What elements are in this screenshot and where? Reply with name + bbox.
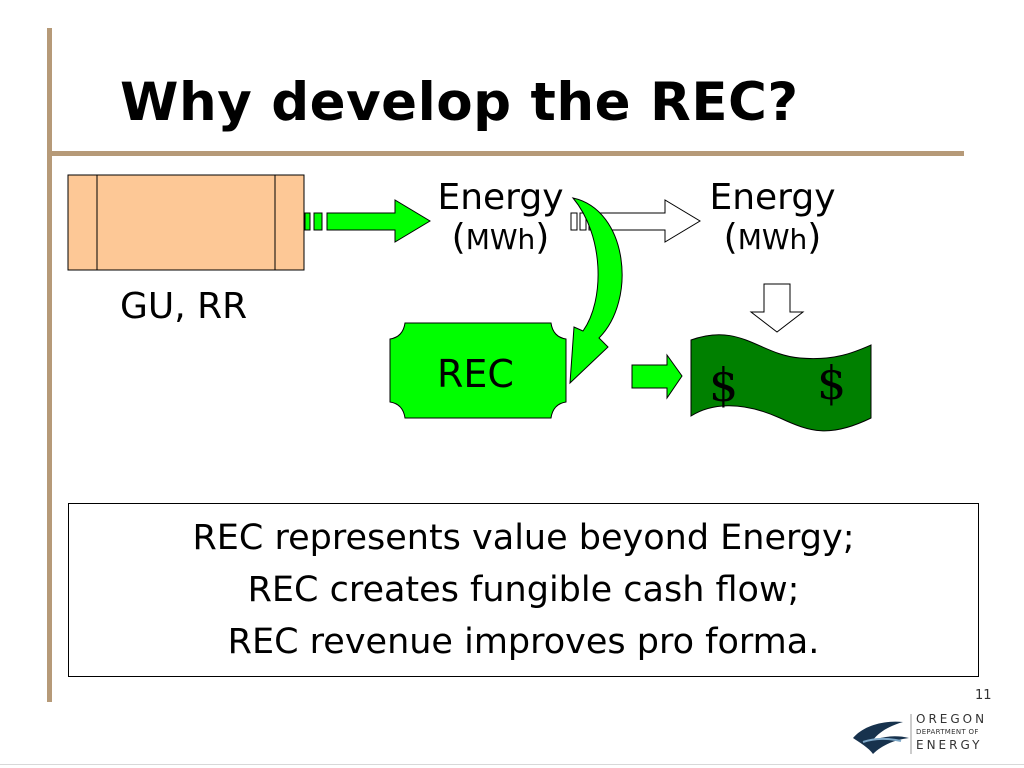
energy-word-2: Energy bbox=[709, 177, 836, 218]
energy-label-2: Energy (MWh) bbox=[700, 178, 845, 260]
green-arrow-to-energy bbox=[304, 199, 431, 243]
logo-text-energy: ENERGY bbox=[916, 738, 983, 752]
left-accent-bar bbox=[47, 28, 52, 702]
rec-ticket bbox=[389, 322, 567, 419]
summary-line-2: REC creates fungible cash flow; bbox=[247, 570, 800, 610]
white-arrow-down-to-money bbox=[749, 283, 805, 333]
energy-label-1: Energy (MWh) bbox=[428, 178, 573, 260]
rec-flow-diagram bbox=[67, 174, 872, 432]
energy-unit-1: (MWh) bbox=[451, 217, 550, 258]
energy-word-1: Energy bbox=[437, 177, 564, 218]
page-number: 11 bbox=[975, 688, 992, 703]
summary-line-1: REC represents value beyond Energy; bbox=[192, 518, 855, 558]
title-underline bbox=[52, 151, 964, 156]
slide-title: Why develop the REC? bbox=[120, 72, 799, 133]
generator-label: GU, RR bbox=[120, 286, 248, 327]
curved-arrow-to-rec bbox=[569, 197, 623, 385]
energy-unit-text-1: MWh bbox=[465, 223, 536, 256]
oregon-energy-logo-icon bbox=[853, 714, 912, 754]
rec-label: REC bbox=[437, 352, 514, 396]
summary-box: REC represents value beyond Energy; REC … bbox=[68, 503, 979, 677]
logo-text-department: DEPARTMENT OF bbox=[916, 728, 979, 736]
dollar-sign-right: $ bbox=[817, 356, 847, 410]
energy-unit-text-2: MWh bbox=[737, 223, 808, 256]
bottom-divider bbox=[0, 764, 1024, 765]
energy-unit-2: (MWh) bbox=[723, 217, 822, 258]
dollar-sign-left: $ bbox=[709, 358, 739, 412]
logo-text-oregon: OREGON bbox=[916, 712, 988, 726]
money-flag bbox=[690, 334, 872, 432]
summary-line-3: REC revenue improves pro forma. bbox=[227, 622, 820, 662]
generator-box bbox=[67, 174, 305, 271]
green-arrow-to-money bbox=[631, 353, 683, 400]
